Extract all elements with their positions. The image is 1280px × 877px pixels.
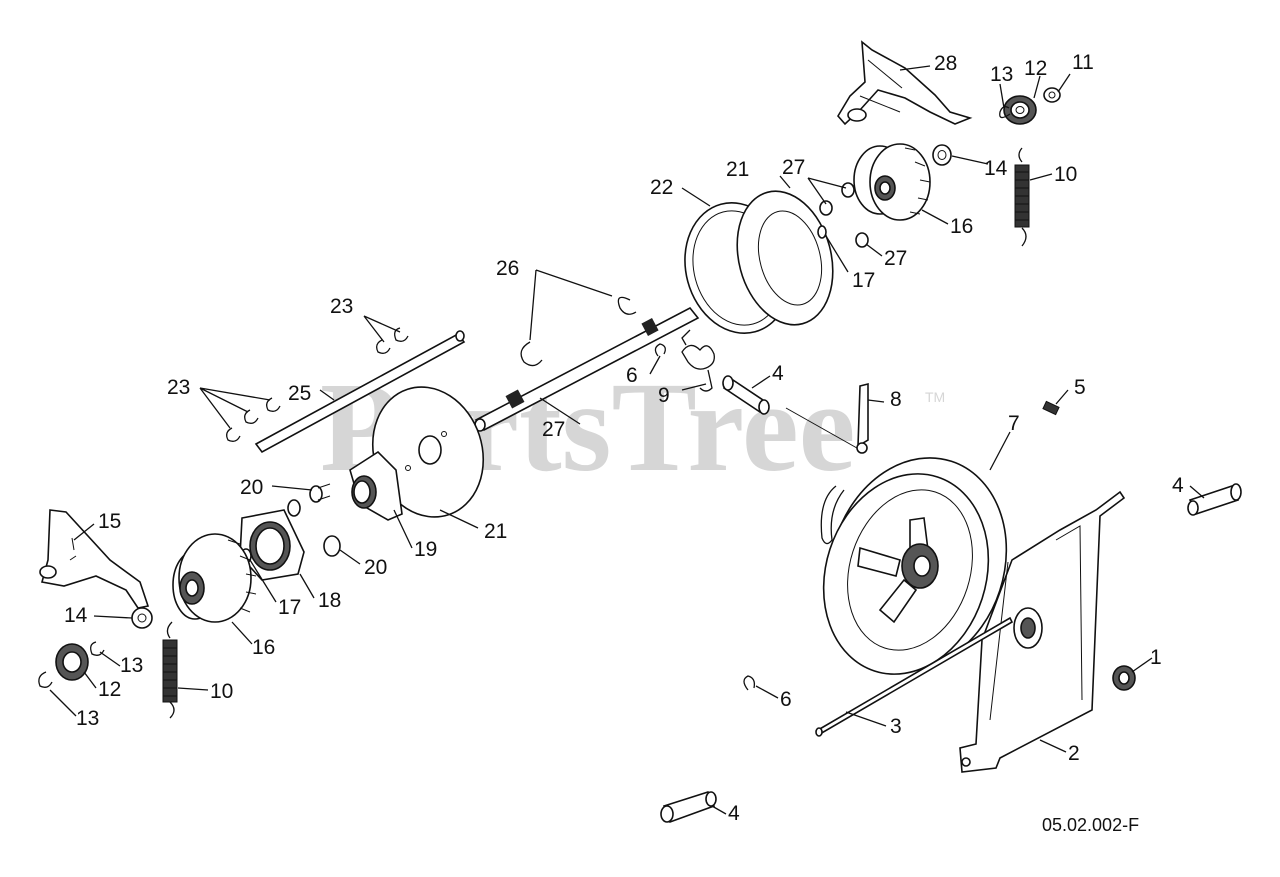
part-21-disc-upper xyxy=(736,190,834,326)
callout-11: 11 xyxy=(1072,51,1094,74)
part-27-nut-a xyxy=(819,200,833,216)
part-23-clip-e xyxy=(226,427,241,442)
callout-16-upper: 16 xyxy=(950,215,973,238)
part-23-clip-c xyxy=(266,397,281,412)
part-13-clip-lower-b xyxy=(38,671,53,688)
callout-12-upper: 12 xyxy=(1024,57,1047,80)
part-18-housing xyxy=(239,509,305,581)
callout-17-upper: 17 xyxy=(852,269,875,292)
part-15-bracket-lower xyxy=(39,509,150,609)
part-25-clip-b xyxy=(520,341,543,367)
callout-6-lower: 6 xyxy=(780,688,792,711)
watermark-trademark: TM xyxy=(925,389,945,405)
callout-25: 26 xyxy=(496,257,519,280)
callout-26: 27 xyxy=(542,418,565,441)
part-14-washer-lower xyxy=(131,607,153,629)
part-23-clip-d xyxy=(244,409,259,424)
callout-9: 9 xyxy=(658,384,670,407)
callout-14-upper: 14 xyxy=(984,157,1008,180)
callout-4-bottom: 4 xyxy=(728,802,740,825)
callout-22: 22 xyxy=(650,176,673,199)
callout-4-upper: 4 xyxy=(772,362,784,385)
part-3-rod xyxy=(815,616,1014,737)
callout-23-upper: 23 xyxy=(330,295,353,318)
callout-10-upper: 10 xyxy=(1054,163,1077,186)
callout-23-lower: 23 xyxy=(167,376,190,399)
part-20-pin-c xyxy=(323,535,341,557)
callout-14-lower: 14 xyxy=(64,604,88,627)
part-10-spring-lower xyxy=(162,621,178,719)
callout-21-lower: 21 xyxy=(484,520,507,543)
part-28-bracket-upper xyxy=(837,40,973,126)
part-9-torsion-spring xyxy=(681,329,715,392)
part-2-frame xyxy=(959,490,1126,773)
callout-18: 18 xyxy=(318,589,341,612)
part-10-spring-upper xyxy=(1014,147,1030,247)
callout-16-lower: 16 xyxy=(252,636,275,659)
callout-12-lower: 12 xyxy=(98,678,121,701)
part-19-hub xyxy=(349,450,403,521)
callout-13-upper: 13 xyxy=(990,63,1013,86)
part-5-clip xyxy=(1042,400,1060,416)
callout-28: 28 xyxy=(934,52,957,75)
part-11-nut-upper xyxy=(1043,87,1061,103)
callout-27-upper: 27 xyxy=(782,156,805,179)
part-27-nut-b xyxy=(855,232,869,248)
part-8-lever xyxy=(785,382,869,454)
part-20-pin-b xyxy=(287,499,301,517)
callout-3: 3 xyxy=(890,715,902,738)
callout-19: 19 xyxy=(414,538,437,561)
callout-2: 2 xyxy=(1068,742,1080,765)
part-6-clip-upper xyxy=(654,343,666,357)
callout-5: 5 xyxy=(1074,376,1086,399)
part-12-bearing-upper xyxy=(1003,95,1037,125)
part-12-bearing-lower xyxy=(55,643,89,681)
callout-10-lower: 10 xyxy=(210,680,233,703)
part-24-axle xyxy=(254,330,466,454)
callout-7: 7 xyxy=(1008,412,1020,435)
callout-20-upper: 20 xyxy=(240,476,263,499)
callout-20-lower: 20 xyxy=(364,556,387,579)
part-13-clip-upper xyxy=(999,106,1011,119)
callout-13-lower: 13 xyxy=(76,707,99,730)
part-4-tube-bottom xyxy=(660,791,717,824)
part-14-washer-upper xyxy=(932,144,952,166)
part-4-tube-upper xyxy=(722,375,770,415)
diagram-code: 05.02.002-F xyxy=(1042,815,1139,835)
part-26-shaft xyxy=(474,306,700,432)
callout-24: 25 xyxy=(288,382,311,405)
callout-6-upper: 6 xyxy=(626,364,638,387)
part-1-nut xyxy=(1112,665,1136,691)
part-25-clip-a xyxy=(617,296,637,315)
part-4-tube-right xyxy=(1187,483,1242,516)
callout-27-lower: 27 xyxy=(884,247,907,270)
part-16-gear-lower xyxy=(172,533,257,623)
callout-8: 8 xyxy=(890,388,902,411)
callout-21-upper: 21 xyxy=(726,158,749,181)
part-17-pin-upper xyxy=(817,225,827,239)
part-20-pin-a xyxy=(309,483,331,503)
part-23-clip-b xyxy=(376,339,391,354)
callout-17-lower: 17 xyxy=(278,596,301,619)
callout-15: 15 xyxy=(98,510,121,533)
callout-4-right: 4 xyxy=(1172,474,1184,497)
part-7-pulley-wheel xyxy=(820,457,1008,675)
callout-1: 1 xyxy=(1150,646,1162,669)
part-6-clip-lower xyxy=(743,675,756,691)
part-27-nut-c xyxy=(841,182,855,198)
leader-lines xyxy=(49,65,1205,815)
part-16-gear-upper xyxy=(853,143,931,221)
callout-labels: 28 13 12 11 14 10 16 21 27 22 27 17 26 2… xyxy=(64,51,1184,825)
callout-13-mid: 13 xyxy=(120,654,143,677)
